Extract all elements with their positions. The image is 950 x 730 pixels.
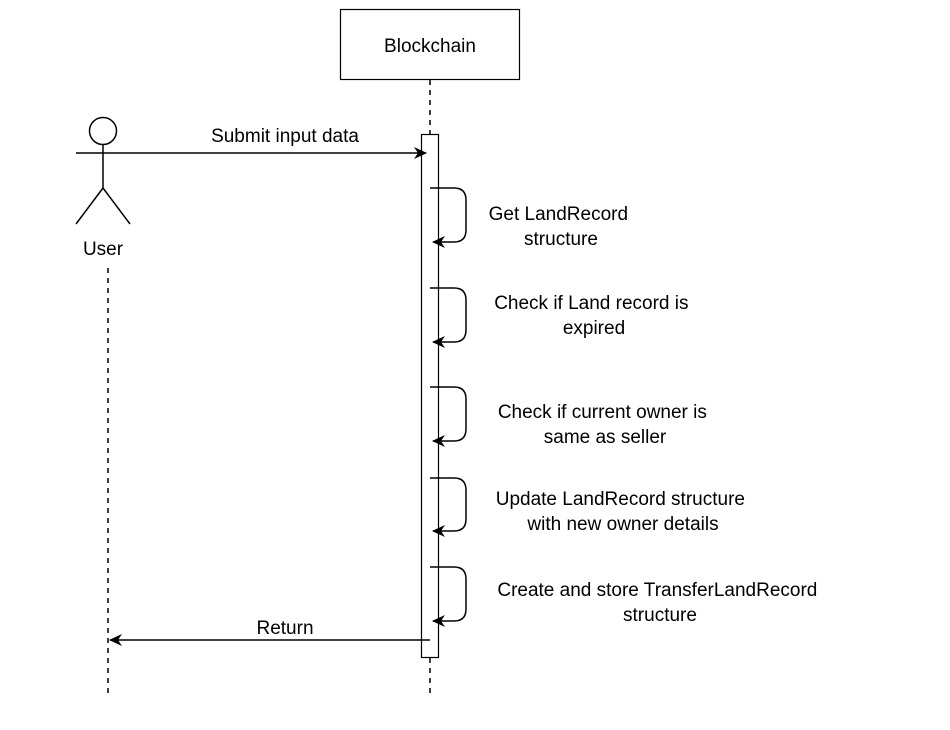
blockchain-activation-bar bbox=[420, 133, 440, 659]
self-call-label-line1: Update LandRecord structure bbox=[496, 489, 745, 510]
self-call-label-line1: Create and store TransferLandRecord bbox=[497, 580, 817, 601]
user-head bbox=[88, 116, 118, 146]
message-submit: Submit input data bbox=[130, 126, 427, 159]
self-call-label-line1: Check if Land record is bbox=[494, 293, 688, 314]
self-call-1: Get LandRecord structure bbox=[430, 187, 634, 250]
self-call-4: Update LandRecord structure with new own… bbox=[430, 477, 751, 537]
self-call-label: Update LandRecord structure with new own… bbox=[496, 489, 751, 535]
user-right-leg bbox=[102, 187, 131, 225]
self-call-arrow bbox=[430, 477, 467, 537]
self-call-label-line2: expired bbox=[563, 318, 625, 339]
self-call-label-line2: same as seller bbox=[544, 427, 667, 448]
return-label: Return bbox=[256, 618, 313, 639]
submit-label: Submit input data bbox=[211, 126, 359, 147]
self-call-arrow bbox=[430, 566, 467, 627]
self-call-arrow bbox=[430, 287, 467, 348]
self-call-arrow bbox=[430, 187, 467, 248]
self-call-arrow bbox=[430, 386, 467, 447]
blockchain-label: Blockchain bbox=[384, 36, 476, 57]
self-call-2: Check if Land record is expired bbox=[430, 287, 694, 348]
self-call-label-line2: with new owner details bbox=[526, 514, 718, 535]
self-call-label-line1: Check if current owner is bbox=[498, 402, 707, 423]
self-call-label: Get LandRecord structure bbox=[489, 204, 634, 250]
self-call-3: Check if current owner is same as seller bbox=[430, 386, 712, 448]
self-call-label: Create and store TransferLandRecord stru… bbox=[497, 580, 822, 626]
blockchain-box bbox=[339, 8, 521, 81]
message-return: Return bbox=[109, 618, 430, 646]
participant-blockchain: Blockchain bbox=[339, 8, 521, 81]
self-call-label: Check if Land record is expired bbox=[494, 293, 694, 339]
self-call-label-line2: structure bbox=[623, 605, 697, 626]
self-call-label: Check if current owner is same as seller bbox=[498, 402, 712, 448]
self-call-label-line1: Get LandRecord bbox=[489, 204, 628, 225]
user-actor: User bbox=[75, 116, 131, 260]
user-label: User bbox=[83, 239, 124, 260]
self-call-label-line2: structure bbox=[524, 229, 598, 250]
self-call-5: Create and store TransferLandRecord stru… bbox=[430, 566, 822, 627]
user-left-leg bbox=[75, 187, 104, 225]
